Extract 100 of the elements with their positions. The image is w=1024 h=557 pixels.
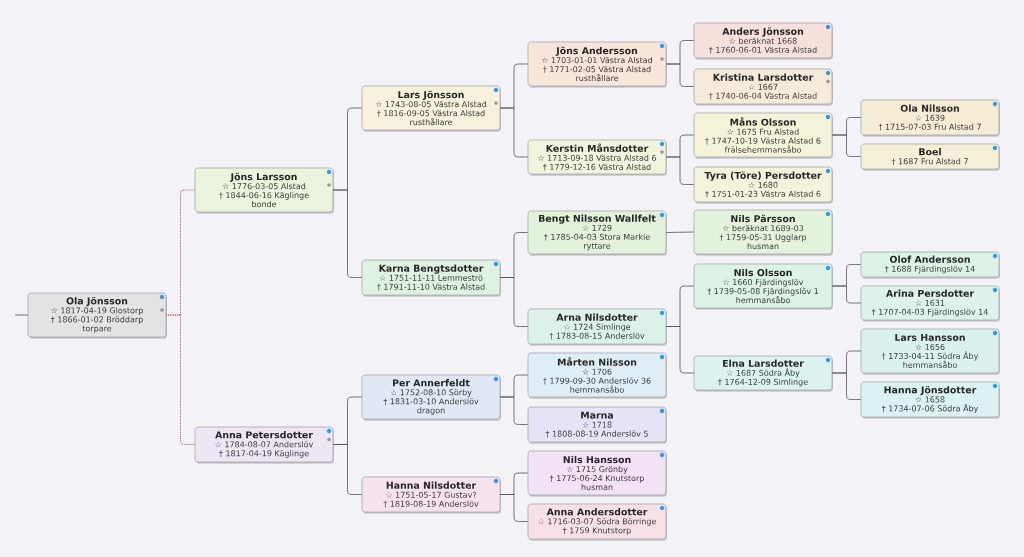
detail-line: † 1816-09-05 Västra Alstad [377,110,485,117]
person-box [860,143,1000,171]
connector-line [332,189,363,278]
person-box [361,85,501,132]
person-name: Lars Jönsson [398,90,464,100]
connector-line [14,314,29,316]
person-name: Ola Jönsson [66,297,128,307]
person-box [860,99,1000,137]
detail-line: † 1740-06-04 Västra Alstad [709,92,817,100]
connector-line [831,285,862,304]
detail-line: † 1785-04-03 Stora Markie [544,233,650,241]
detail-line: ☆ 1784-08-07 Anderslöv [215,441,314,448]
detail-line: † 1866-01-02 Bröddarp [50,316,143,324]
person-box [860,328,1000,375]
person-box [194,426,334,464]
person-box [361,476,501,514]
connector-line [665,63,695,87]
person-box [527,308,667,346]
connector-line [665,156,695,185]
detail-line: ☆ 1751-11-11 Lemmeströ [379,274,483,281]
person-name: Elna Larsdotter [723,359,804,367]
person-box [693,263,833,310]
detail-line: ☆ 1715 Grönby [566,465,628,474]
detail-line: ☆ 1660 Fjärdingslöv [723,278,804,287]
detail-line: ☆ 1656 [915,343,945,350]
person-name: Hanna Nilsdotter [386,481,477,489]
person-name: Anna Petersdotter [215,431,313,439]
person-box [860,381,1000,419]
detail-line: bonde [252,201,277,208]
detail-line: † 1733-04-11 Södra Åby [881,351,979,361]
detail-line: † 1759-05-31 Ugglarp [719,234,807,242]
person-name: Anders Jönsson [722,27,804,37]
detail-line: † 1747-10-19 Västra Alstad 6 [705,137,821,145]
detail-line: † 1764-12-09 Simlinge [718,378,808,387]
detail-line: ☆ 1706 [582,368,612,375]
person-name: Arina Persdotter [886,289,975,297]
detail-line: ☆ 1729 [582,224,612,231]
person-name: Nils Pärsson [731,214,795,223]
detail-line: husman [581,483,613,491]
detail-line: † 1707-04-03 Fjärdingslöv 14 [871,308,988,317]
detail-line: ☆ 1718 [582,421,612,428]
person-name: Kerstin Månsdotter [546,143,649,152]
person-box [527,41,667,88]
person-box [693,209,833,256]
person-box [527,406,667,444]
detail-line: † 1779-12-16 Västra Alstad [543,163,651,171]
connector-line [499,396,529,425]
person-box [194,167,334,214]
detail-line: † 1759 Knutstorp [562,527,631,535]
detail-line: ☆ 1680 [748,181,778,188]
person-box [693,166,833,204]
person-box [361,374,501,421]
person-box [527,450,667,497]
detail-line: ☆ 1751-05-17 Gustav? [385,491,477,498]
person-name: Boel [919,148,941,156]
detail-line: ☆ 1687 Södra Åby [726,368,800,378]
connector-line [831,134,862,157]
detail-line: hemmansåbo [570,385,624,393]
detail-line: rusthållare [410,118,453,126]
detail-line: torpare [82,325,112,333]
detail-line: † 1688 Fjärdingslöv 14 [885,265,975,274]
detail-line: husman [747,243,779,250]
connector-line [665,231,695,233]
detail-line: ☆ 1817-04-19 Glostorp [51,307,143,315]
detail-line: ☆ 1631 [915,299,945,306]
detail-line: † 1799-09-30 Anderslöv 36 [543,377,651,385]
detail-line: † 1819-08-19 Anderslöv [383,500,479,508]
person-name: Per Annerfeldt [393,379,470,387]
person-name: Ola Nilsson [900,104,959,112]
person-box [693,355,833,392]
connector-line [165,314,196,446]
person-box [527,503,667,541]
person-name: Nils Hansson [563,455,631,464]
detail-line: † 1817-04-19 Käglinge [219,450,309,458]
connector-line [665,326,695,374]
detail-line: ☆ 1713-09-18 Västra Alstad 6 [537,154,657,161]
detail-line: frälsehemmansåbo [724,145,802,153]
detail-line: † 1775-06-24 Knutstorp [549,475,644,483]
detail-line: † 1771-02-05 Västra Alstad [543,66,651,73]
person-box [693,22,833,60]
person-box [527,139,667,176]
detail-line: † 1687 Fru Alstad 7 [891,158,968,165]
detail-line: † 1844-06-16 Käglinge [219,192,309,200]
detail-line: ☆ 1639 [915,114,945,121]
detail-line: hemmansåbo [736,296,790,304]
detail-line: ☆ 1703-01-01 Västra Alstad [541,57,652,64]
detail-line: ☆ 1675 Fru Alstad [727,128,799,135]
person-name: Arna Nilsdotter [556,313,638,321]
detail-line: † 1734-07-06 Södra Åby [881,403,979,413]
detail-line: ☆ 1743-08-05 Västra Alstad [375,101,486,108]
person-box [693,112,833,159]
connector-line [499,494,529,522]
person-box [527,210,667,256]
detail-line: † 1760-06-01 Västra Alstad [709,46,817,54]
detail-line: † 1831-03-10 Anderslöv [383,398,479,405]
detail-line: † 1783-08-15 Anderslöv [549,332,645,340]
person-box [860,285,1000,322]
person-name: Bengt Nilsson Wallfelt [539,214,656,224]
person-name: Olof Andersson [889,255,970,263]
person-name: Karna Bengtsdotter [379,264,484,274]
